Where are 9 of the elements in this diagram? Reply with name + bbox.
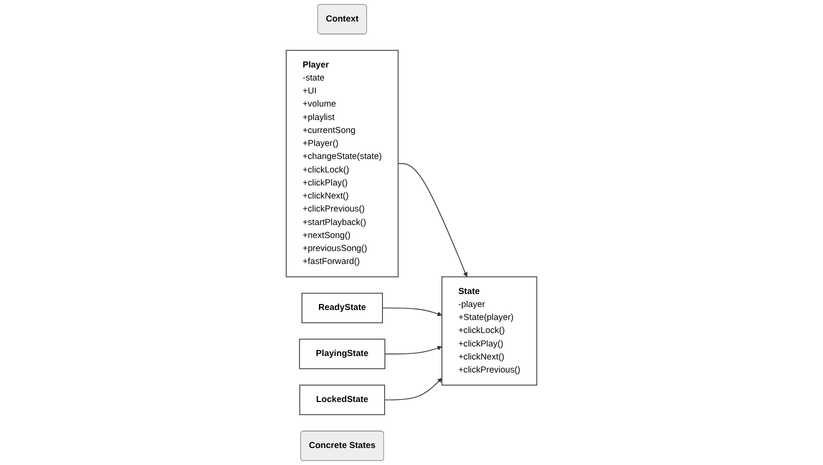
arrow bbox=[398, 163, 468, 278]
arrow bbox=[384, 346, 442, 354]
node-box: PlayingState bbox=[299, 338, 386, 370]
arrow bbox=[382, 308, 442, 316]
node-box: ReadyState bbox=[302, 292, 383, 324]
arrow bbox=[384, 378, 442, 400]
node-box: State -player +State(player) +clickLock() +clickPlay() +clickNext() +clickPrevious() bbox=[442, 276, 538, 386]
node-box: LockedState bbox=[299, 384, 386, 416]
node-box: Player -state +UI +volume +playlist +currentSong +Player() +changeState(state) +clickLock() +clickPlay() +clickNext() +clickPrevious() +startPlayback() +nextSong() +previousSong() +fastForward() bbox=[286, 50, 399, 278]
